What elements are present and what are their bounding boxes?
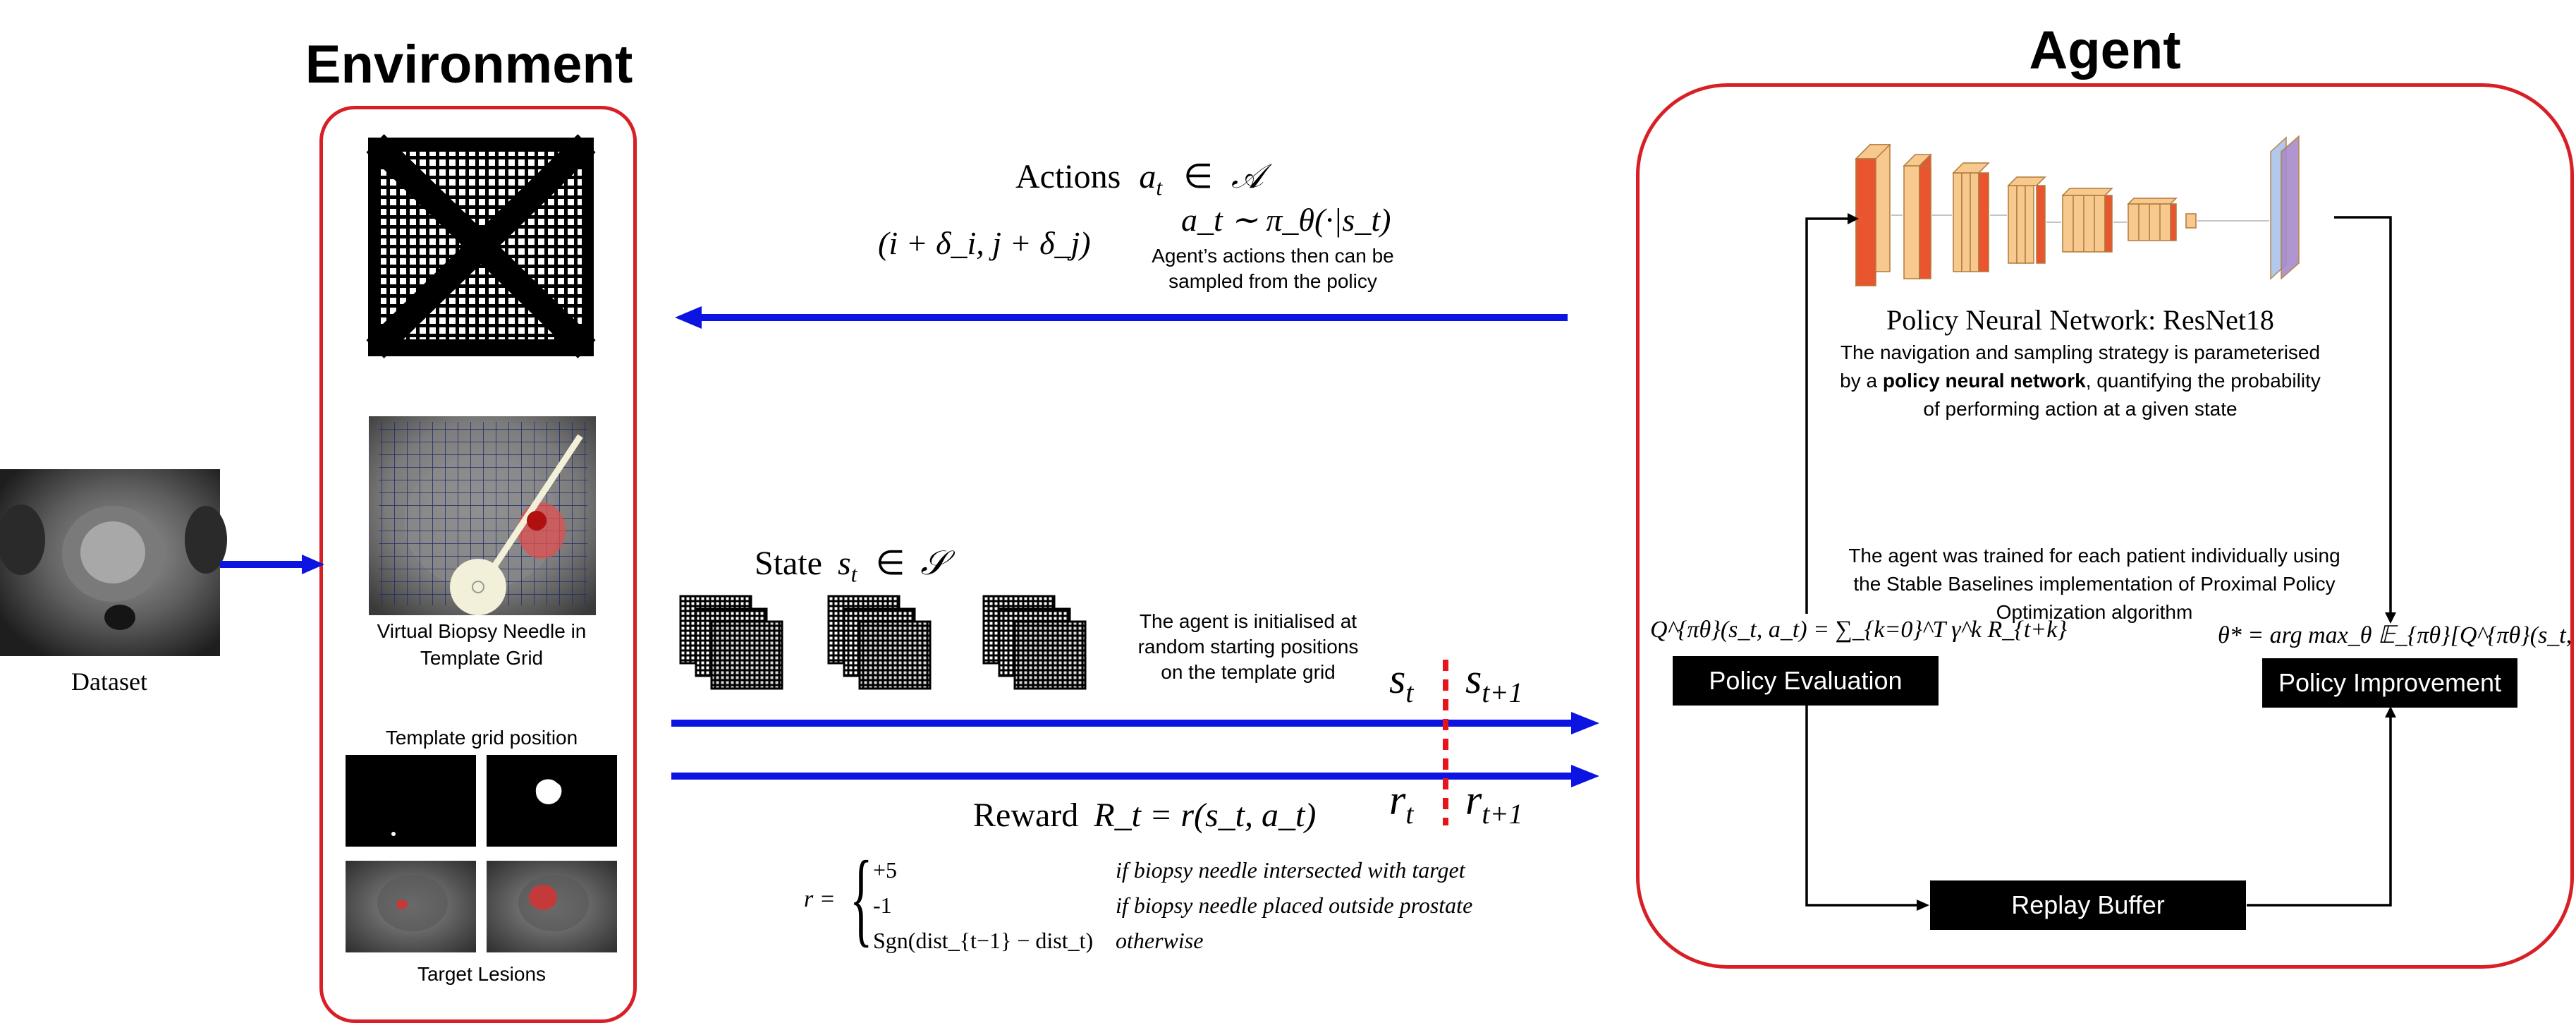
agent-title: Agent	[2029, 20, 2181, 80]
q-value-formula: Q^{πθ}(s_t, a_t) = ∑_{k=0}^T γ^k R_{t+k}	[1650, 617, 2067, 643]
actions-subscript: t	[1156, 174, 1163, 200]
needle-position-thumbnail	[346, 755, 476, 847]
state-arrow	[671, 712, 1599, 734]
action-arrow	[675, 306, 1568, 329]
policy-improvement-box: Policy Improvement	[2262, 658, 2517, 708]
reward-t-label: rt	[1389, 777, 1414, 830]
policy-evaluation-box: Policy Evaluation	[1673, 656, 1939, 706]
state-note: The agent is initialised at random start…	[1137, 610, 1359, 683]
reward-case-value-3: Sgn(dist_{t−1} − dist_t)	[873, 928, 1094, 953]
network-desc-bold: policy neural network	[1882, 370, 2086, 392]
actions-symbol: a	[1139, 158, 1156, 195]
theta-formula: θ* = arg max_θ 𝔼_{πθ}[Q^{πθ}(s_t, a_t)]	[2218, 622, 2576, 648]
target-lesion-thumbnail-1	[346, 861, 476, 952]
actions-note: Agent’s actions then can be sampled from…	[1152, 245, 1394, 292]
state-grid-stacks	[679, 595, 1087, 690]
reward-cases-brace: {	[850, 840, 873, 957]
reward-heading: Reward R_t = r(s_t, a_t)	[973, 796, 1316, 835]
reward-arrow	[671, 765, 1599, 787]
lesions-label: Target Lesions	[417, 963, 547, 985]
state-subscript: t	[850, 561, 857, 587]
reward-case-conditions: if biopsy needle intersected with target…	[1116, 852, 1472, 958]
training-note: The agent was trained for each patient i…	[1848, 545, 2340, 623]
actions-set-symbol: 𝒜	[1231, 158, 1264, 195]
actions-title: Actions	[1015, 158, 1121, 195]
state-t-label: st	[1389, 655, 1414, 708]
action-policy-formula: a_t ∼ π_θ(·|s_t)	[1181, 202, 1391, 238]
state-t1-label: st+1	[1465, 655, 1523, 708]
reward-formula: R_t = r(s_t, a_t)	[1094, 797, 1317, 834]
reward-t1-label: rt+1	[1465, 777, 1523, 830]
reward-r-label: r =	[804, 886, 836, 912]
reward-case-value-1: +5	[873, 857, 898, 883]
replay-buffer-box: Replay Buffer	[1930, 880, 2246, 930]
agent-frame	[1636, 83, 2574, 969]
reward-case-condition-2: if biopsy needle placed outside prostate	[1116, 892, 1473, 918]
dataset-label: Dataset	[71, 667, 147, 696]
lesion-mask-thumbnail	[487, 755, 617, 847]
needle-caption: Virtual Biopsy Needle in Template Grid	[377, 620, 587, 669]
network-description: The navigation and sampling strategy is …	[1777, 339, 2383, 423]
state-symbol: s	[837, 545, 851, 582]
reward-case-condition-1: if biopsy needle intersected with target	[1116, 857, 1465, 883]
network-desc-line-1: The navigation and sampling strategy is …	[1840, 341, 2321, 363]
biopsy-needle-image	[369, 416, 596, 615]
reward-case-condition-3: otherwise	[1116, 928, 1204, 953]
grid-position-label: Template grid position	[385, 727, 578, 749]
reward-case-values: +5 -1 Sgn(dist_{t−1} − dist_t)	[873, 852, 1093, 958]
agent-flow-arrows	[1805, 213, 2396, 911]
environment-title: Environment	[305, 35, 633, 95]
network-desc-line-2: by a policy neural network, quantifying …	[1840, 370, 2321, 392]
state-title: State	[755, 545, 822, 582]
state-heading: State st ∈ 𝒮	[755, 545, 947, 587]
network-title: Policy Neural Network: ResNet18	[1886, 304, 2274, 336]
target-lesion-thumbnail-2	[487, 861, 617, 952]
template-grid-image	[366, 134, 596, 358]
resnet-diagram	[1855, 135, 2300, 287]
reward-case-value-2: -1	[873, 892, 892, 918]
state-set-symbol: 𝒮	[920, 545, 947, 582]
reward-title: Reward	[973, 797, 1079, 834]
network-desc-line-3: of performing action at a given state	[1923, 398, 2238, 420]
actions-heading: Actions at ∈ 𝒜	[1015, 158, 1264, 200]
dataset-mri-image	[0, 469, 227, 656]
timestep-divider	[1443, 660, 1448, 825]
action-move-formula: (i + δ_i, j + δ_j)	[878, 225, 1091, 261]
dataset-to-environment-arrow	[220, 555, 324, 574]
